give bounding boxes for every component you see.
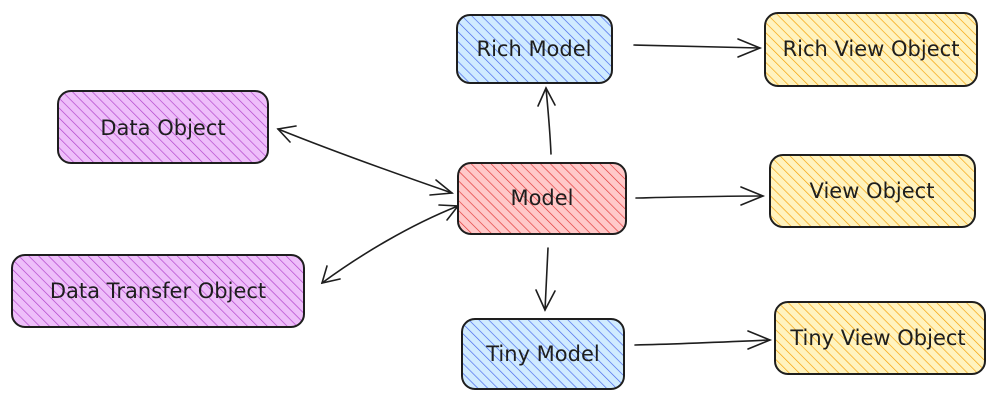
node-view-object: View Object bbox=[769, 154, 976, 228]
node-label-tiny-model: Tiny Model bbox=[485, 342, 599, 366]
node-label-data-transfer-object: Data Transfer Object bbox=[50, 279, 266, 303]
edge-tiny-model-to-tiny-view-object bbox=[634, 330, 773, 350]
edge-model-to-rich-model bbox=[537, 86, 556, 155]
node-label-rich-model: Rich Model bbox=[476, 37, 591, 61]
node-label-rich-view-object: Rich View Object bbox=[783, 37, 960, 61]
edge-rich-model-to-rich-view-object bbox=[633, 38, 763, 58]
node-data-object: Data Object bbox=[57, 90, 269, 164]
node-data-transfer-object: Data Transfer Object bbox=[11, 254, 305, 328]
node-model: Model bbox=[457, 162, 627, 235]
node-label-tiny-view-object: Tiny View Object bbox=[789, 326, 965, 350]
edge-model-data-object bbox=[276, 125, 455, 196]
node-tiny-view-object: Tiny View Object bbox=[774, 301, 986, 375]
node-label-data-object: Data Object bbox=[100, 116, 225, 140]
node-label-model: Model bbox=[510, 186, 573, 210]
node-label-view-object: View Object bbox=[810, 179, 935, 203]
node-rich-model: Rich Model bbox=[456, 14, 613, 84]
edge-model-to-tiny-model bbox=[535, 247, 556, 312]
edge-model-data-transfer-object bbox=[320, 204, 460, 285]
node-rich-view-object: Rich View Object bbox=[764, 12, 978, 87]
edge-model-to-view-object bbox=[635, 186, 766, 206]
node-tiny-model: Tiny Model bbox=[461, 318, 625, 390]
edges bbox=[276, 38, 773, 350]
